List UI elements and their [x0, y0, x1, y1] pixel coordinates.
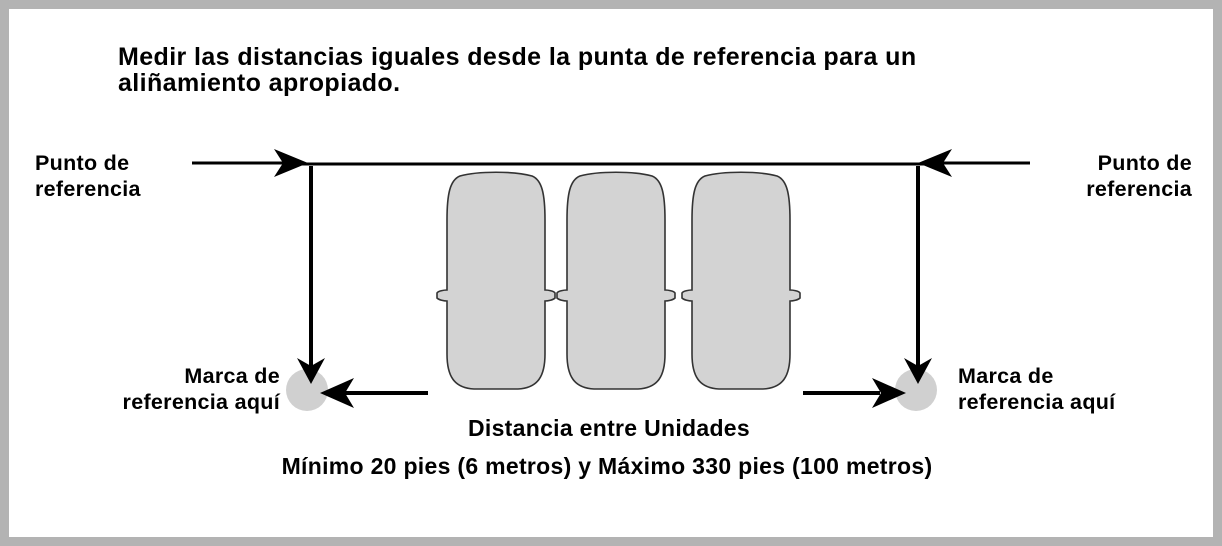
vehicle-3	[681, 171, 801, 390]
vehicle-1	[436, 171, 556, 390]
title-line-1: Medir las distancias iguales desde la pu…	[118, 43, 917, 71]
distance-range-caption: Mínimo 20 pies (6 metros) y Máximo 330 p…	[281, 453, 933, 479]
mark-left-line-2: referencia aquí	[122, 390, 280, 414]
right-reference-arrowhead	[918, 149, 952, 177]
ref-left-line-2: referencia	[35, 177, 141, 201]
ref-right-line-2: referencia	[1086, 177, 1192, 201]
mark-right-line-1: Marca de	[958, 364, 1054, 388]
ref-left-line-1: Punto de	[35, 151, 130, 175]
reference-mark-circle-left	[286, 369, 328, 411]
mark-left-line-1: Marca de	[184, 364, 280, 388]
diagram-title: Medir las distancias iguales desde la pu…	[118, 44, 917, 97]
distance-caption: Distancia entre Unidades	[467, 415, 750, 441]
reference-mark-label-right: Marca de referencia aquí	[958, 363, 1115, 415]
title-line-2: aliñamiento apropiado.	[118, 69, 401, 98]
left-reference-arrowhead	[274, 149, 308, 177]
reference-point-label-left: Punto de referencia	[35, 150, 141, 202]
ref-right-line-1: Punto de	[1097, 151, 1192, 175]
left-distance-arrowhead	[320, 378, 354, 408]
mark-right-line-2: referencia aquí	[958, 390, 1116, 414]
reference-mark-label-left: Marca de referencia aquí	[38, 363, 280, 415]
right-distance-arrowhead	[872, 378, 906, 408]
reference-mark-circle-right	[895, 369, 937, 411]
left-down-arrowhead	[297, 358, 325, 384]
right-down-arrowhead	[904, 358, 932, 384]
vehicle-2	[556, 171, 676, 390]
reference-point-label-right: Punto de referencia	[1086, 150, 1192, 202]
